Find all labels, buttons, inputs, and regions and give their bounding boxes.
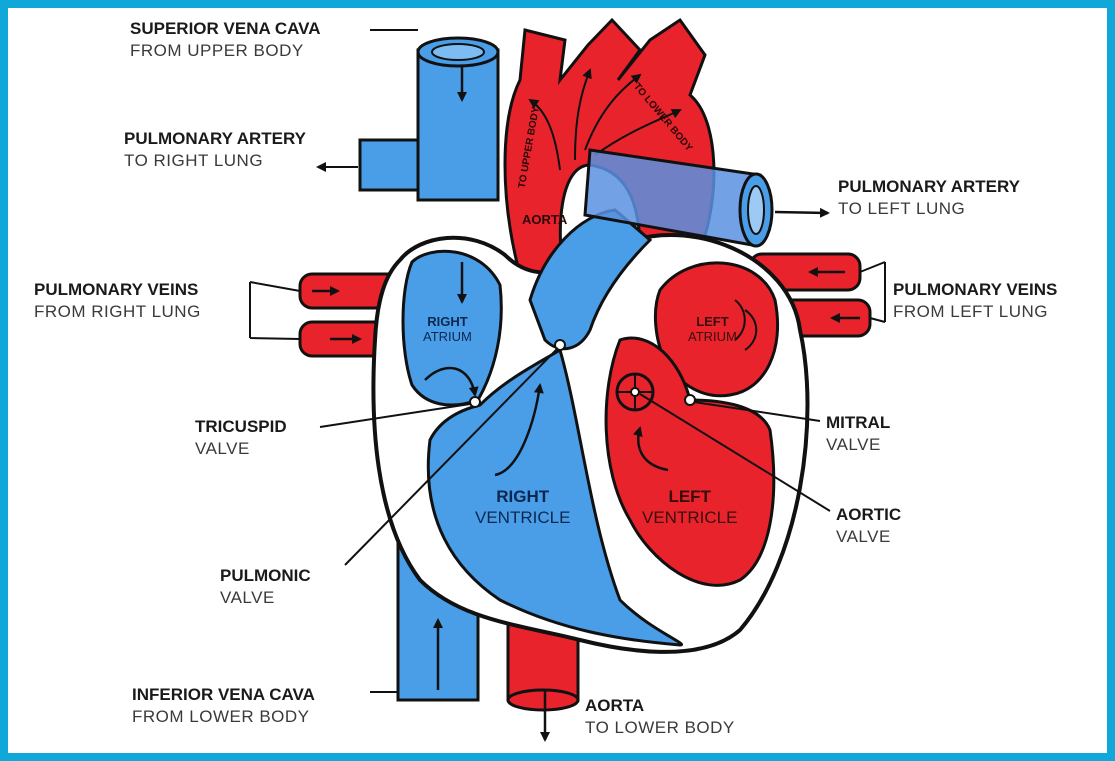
inferior-vena-cava-sub: FROM LOWER BODY — [132, 706, 315, 728]
pulmonary-artery-left-sub: TO LEFT LUNG — [838, 198, 1020, 220]
left-ventricle-line1: LEFT — [668, 487, 711, 506]
pulmonary-artery-right-branch — [360, 140, 418, 190]
aorta-lower-label: AORTA TO LOWER BODY — [585, 695, 735, 739]
pulmonic-valve-label: PULMONIC VALVE — [220, 565, 311, 609]
aortic-valve-title: AORTIC — [836, 504, 901, 526]
aortic-valve-label: AORTIC VALVE — [836, 504, 901, 548]
left-atrium-line2: ATRIUM — [688, 329, 737, 344]
aorta-lower-title: AORTA — [585, 695, 735, 717]
pulmonic-valve-title: PULMONIC — [220, 565, 311, 587]
pulmonary-veins-left-title: PULMONARY VEINS — [893, 279, 1057, 301]
pulmonary-veins-right-sub: FROM RIGHT LUNG — [34, 301, 201, 323]
right-ventricle-label: RIGHT VENTRICLE — [475, 486, 570, 528]
left-atrium-line1: LEFT — [696, 314, 729, 329]
tricuspid-valve-title: TRICUSPID — [195, 416, 287, 438]
aortic-valve-sub: VALVE — [836, 526, 901, 548]
superior-vena-cava-label: SUPERIOR VENA CAVA FROM UPPER BODY — [130, 18, 321, 62]
right-atrium-line2: ATRIUM — [423, 329, 472, 344]
pulmonary-artery-right-title: PULMONARY ARTERY — [124, 128, 306, 150]
pulmonary-veins-left-sub: FROM LEFT LUNG — [893, 301, 1057, 323]
aorta-lower-sub: TO LOWER BODY — [585, 717, 735, 739]
mitral-valve-sub: VALVE — [826, 434, 890, 456]
pulmonary-artery-right-label: PULMONARY ARTERY TO RIGHT LUNG — [124, 128, 306, 172]
aorta-label: AORTA — [522, 212, 567, 227]
pulmonary-artery-right-sub: TO RIGHT LUNG — [124, 150, 306, 172]
pulmonary-veins-left-label: PULMONARY VEINS FROM LEFT LUNG — [893, 279, 1057, 323]
pulmonary-veins-right-label: PULMONARY VEINS FROM RIGHT LUNG — [34, 279, 201, 323]
left-atrium-label: LEFT ATRIUM — [688, 314, 737, 344]
tricuspid-valve-label: TRICUSPID VALVE — [195, 416, 287, 460]
aortic-valve-shape — [617, 374, 653, 410]
mitral-valve-label: MITRAL VALVE — [826, 412, 890, 456]
pulmonary-artery-left-label: PULMONARY ARTERY TO LEFT LUNG — [838, 176, 1020, 220]
right-ventricle-line1: RIGHT — [496, 487, 549, 506]
right-ventricle-line2: VENTRICLE — [475, 507, 570, 528]
pulmonary-artery-left-title: PULMONARY ARTERY — [838, 176, 1020, 198]
superior-vena-cava-title: SUPERIOR VENA CAVA — [130, 18, 321, 40]
inferior-vena-cava-title: INFERIOR VENA CAVA — [132, 684, 315, 706]
superior-vena-cava-sub: FROM UPPER BODY — [130, 40, 321, 62]
left-ventricle-label: LEFT VENTRICLE — [642, 486, 737, 528]
right-atrium-label: RIGHT ATRIUM — [423, 314, 472, 344]
pulmonic-valve-sub: VALVE — [220, 587, 311, 609]
mitral-valve-title: MITRAL — [826, 412, 890, 434]
superior-vena-cava — [418, 38, 498, 200]
pulmonary-veins-right-title: PULMONARY VEINS — [34, 279, 201, 301]
tricuspid-valve-sub: VALVE — [195, 438, 287, 460]
tricuspid-valve-dot — [470, 397, 480, 407]
inferior-vena-cava-label: INFERIOR VENA CAVA FROM LOWER BODY — [132, 684, 315, 728]
right-atrium-line1: RIGHT — [427, 314, 467, 329]
mitral-valve-dot — [685, 395, 695, 405]
left-ventricle-line2: VENTRICLE — [642, 507, 737, 528]
